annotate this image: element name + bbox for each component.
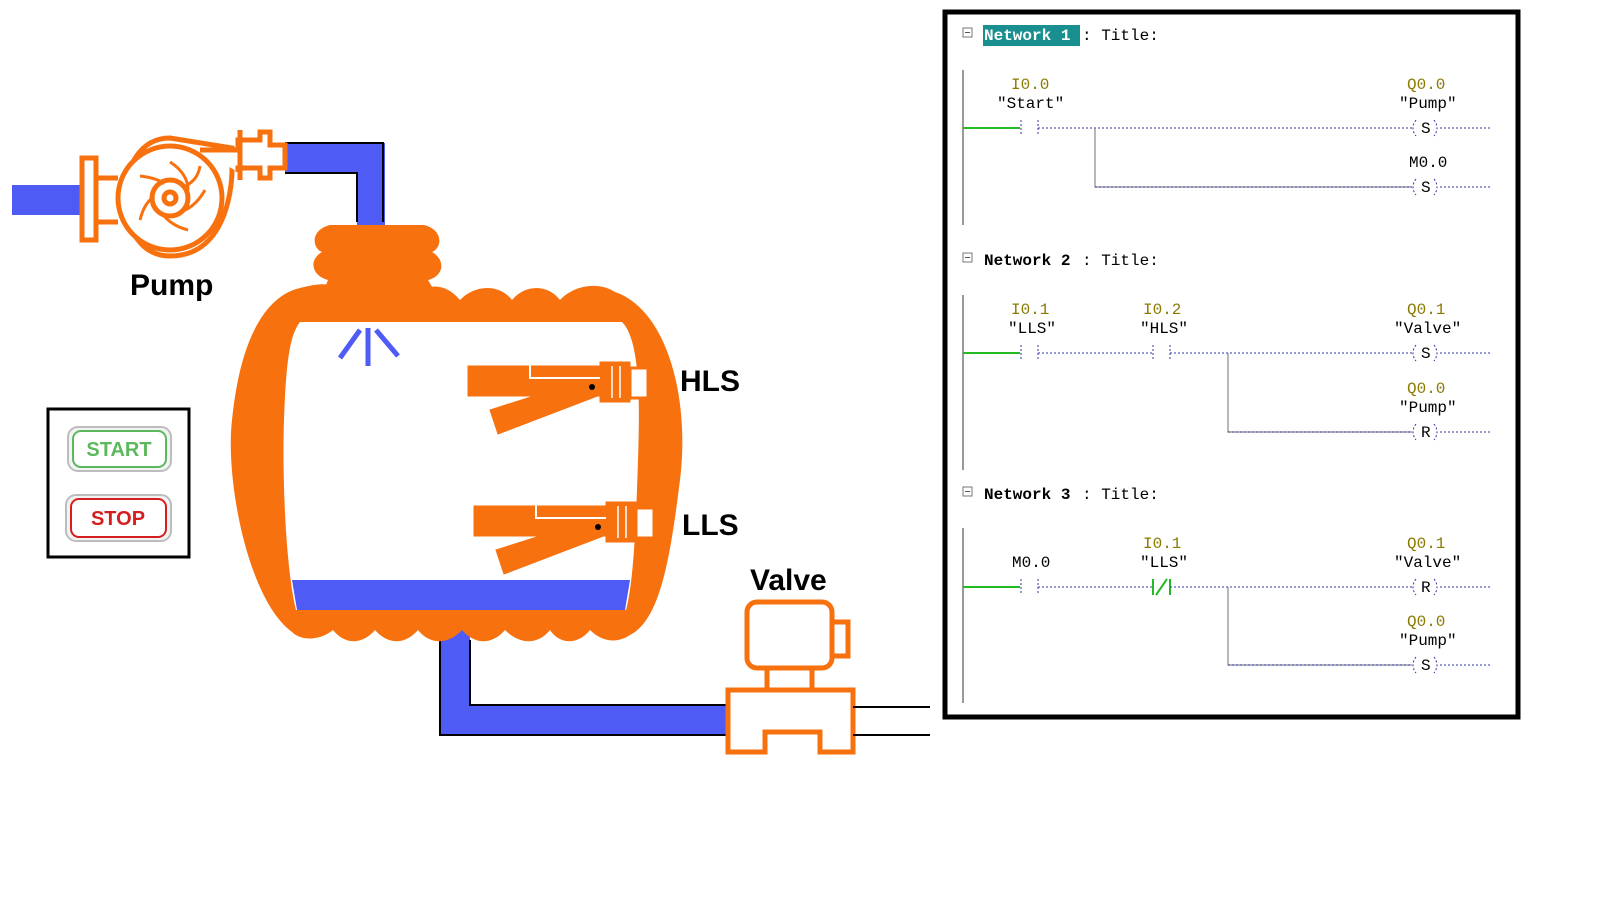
n2-contact-1-symbol: "LLS" [1008, 320, 1056, 338]
stop-button[interactable]: STOP [65, 494, 172, 542]
network-2[interactable]: Network 2 : Title: I0.1 "LLS" I0.2 "HLS"… [962, 252, 1492, 470]
n1-coil-2-address: M0.0 [1409, 154, 1447, 172]
control-panel: START STOP [46, 407, 191, 559]
n2-coil-2-op: R [1421, 424, 1431, 442]
n3-coil-2-op: S [1421, 657, 1431, 675]
n2-contact-2-symbol: "HLS" [1140, 320, 1188, 338]
tank-neck [313, 225, 442, 300]
n3-contact-2-symbol: "LLS" [1140, 554, 1188, 572]
network-1[interactable]: Network 1 : Title: I0.0 "Start" Q0.0 "Pu… [962, 25, 1492, 225]
n1-contact-1-address: I0.0 [1011, 76, 1049, 94]
network-1-title-suffix: : Title: [1082, 27, 1159, 45]
valve-outlet [853, 706, 930, 736]
n2-contact-2-address: I0.2 [1143, 301, 1181, 319]
n2-coil-2-symbol: "Pump" [1399, 399, 1457, 417]
n3-coil-2-symbol: "Pump" [1399, 632, 1457, 650]
inlet-pipe [12, 185, 87, 215]
n2-coil-1-op: S [1421, 345, 1431, 363]
n2-coil-1-symbol: "Valve" [1394, 320, 1461, 338]
n2-coil-1[interactable]: S [1412, 344, 1438, 363]
outlet-pipe-vertical [357, 143, 385, 228]
n3-coil-1-op: R [1421, 579, 1431, 597]
n1-coil-2-op: S [1421, 179, 1431, 197]
n3-coil-2-address: Q0.0 [1407, 613, 1445, 631]
n2-contact-1-address: I0.1 [1011, 301, 1049, 319]
n3-contact-2-address: I0.1 [1143, 535, 1181, 553]
n1-coil-1-address: Q0.0 [1407, 76, 1445, 94]
pump [79, 129, 288, 259]
network-3[interactable]: Network 3 : Title: M0.0 I0.1 "LLS" Q0.1 … [962, 486, 1492, 703]
spray-nozzle [337, 328, 400, 366]
tank [230, 225, 683, 642]
pump-label: Pump [130, 269, 213, 302]
n1-coil-1-op: S [1421, 120, 1431, 138]
n2-coil-2-address: Q0.0 [1407, 380, 1445, 398]
tank-water [292, 580, 630, 610]
network-2-title: Network 2 [984, 252, 1070, 270]
valve [725, 599, 856, 755]
n1-coil-2[interactable]: S [1412, 178, 1438, 197]
n3-contact-1-address: M0.0 [1012, 554, 1050, 572]
hls-label: HLS [680, 365, 740, 398]
start-button[interactable]: START [67, 426, 172, 472]
hls-sensor [467, 361, 650, 435]
n3-coil-2[interactable]: S [1412, 656, 1438, 675]
lls-label: LLS [682, 509, 739, 542]
network-3-title-suffix: : Title: [1082, 486, 1159, 504]
n1-coil-1[interactable]: S [1412, 119, 1438, 138]
lls-sensor [473, 501, 656, 575]
n2-coil-2[interactable]: R [1412, 423, 1438, 442]
stop-button-label: STOP [91, 508, 145, 530]
network-1-title: Network 1 [984, 27, 1070, 45]
n1-contact-1-symbol: "Start" [997, 95, 1064, 113]
n3-coil-1-address: Q0.1 [1407, 535, 1445, 553]
n3-coil-1-symbol: "Valve" [1394, 554, 1461, 572]
drain-pipe-horizontal [440, 705, 735, 735]
ladder-panel: Network 1 : Title: I0.0 "Start" Q0.0 "Pu… [942, 9, 1521, 720]
network-3-title: Network 3 [984, 486, 1070, 504]
valve-label: Valve [750, 564, 827, 597]
n3-coil-1[interactable]: R [1412, 578, 1438, 597]
start-button-label: START [86, 439, 151, 461]
n2-coil-1-address: Q0.1 [1407, 301, 1445, 319]
network-2-title-suffix: : Title: [1082, 252, 1159, 270]
n1-coil-1-symbol: "Pump" [1399, 95, 1457, 113]
pipes [12, 143, 735, 735]
tank-interior [283, 322, 639, 610]
